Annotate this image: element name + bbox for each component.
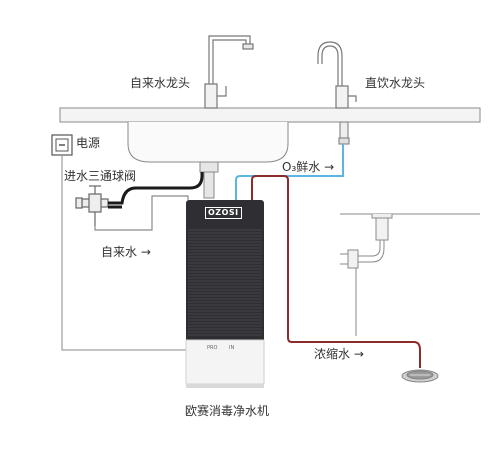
device-port-pro: PRO bbox=[207, 345, 218, 351]
drain-trap-icon bbox=[340, 213, 480, 336]
direct-faucet-icon bbox=[317, 41, 357, 109]
concentrate-water-line bbox=[251, 175, 421, 368]
power-outlet-icon bbox=[51, 134, 73, 156]
inlet-ball-valve-icon bbox=[75, 185, 109, 226]
device-port-in: IN bbox=[229, 345, 235, 351]
label-tap-faucet: 自来水龙头 bbox=[130, 76, 191, 90]
label-direct-faucet: 直饮水龙头 bbox=[365, 76, 426, 90]
floor-drain-icon bbox=[401, 369, 439, 383]
device-brand: OZOSI bbox=[205, 207, 242, 219]
label-tap-water: 自来水 → bbox=[101, 245, 151, 259]
inlet-line bbox=[108, 172, 204, 205]
power-cord bbox=[61, 155, 190, 351]
label-ozone-water: O₃鲜水 → bbox=[282, 160, 335, 174]
tap-faucet-icon bbox=[204, 35, 254, 109]
countertop bbox=[59, 107, 481, 123]
ozone-water-line bbox=[235, 144, 344, 200]
label-product-name: 欧赛消毒净水机 bbox=[185, 404, 270, 418]
label-power: 电源 bbox=[76, 136, 101, 150]
label-concentrate-water: 浓缩水 → bbox=[314, 347, 364, 361]
tap-water-line bbox=[94, 195, 189, 231]
label-inlet-valve: 进水三通球阀 bbox=[64, 169, 137, 183]
faucet-fitting bbox=[339, 121, 349, 139]
sink-drain bbox=[199, 161, 219, 173]
sink-basin bbox=[127, 122, 289, 163]
water-purifier-device bbox=[185, 200, 265, 388]
